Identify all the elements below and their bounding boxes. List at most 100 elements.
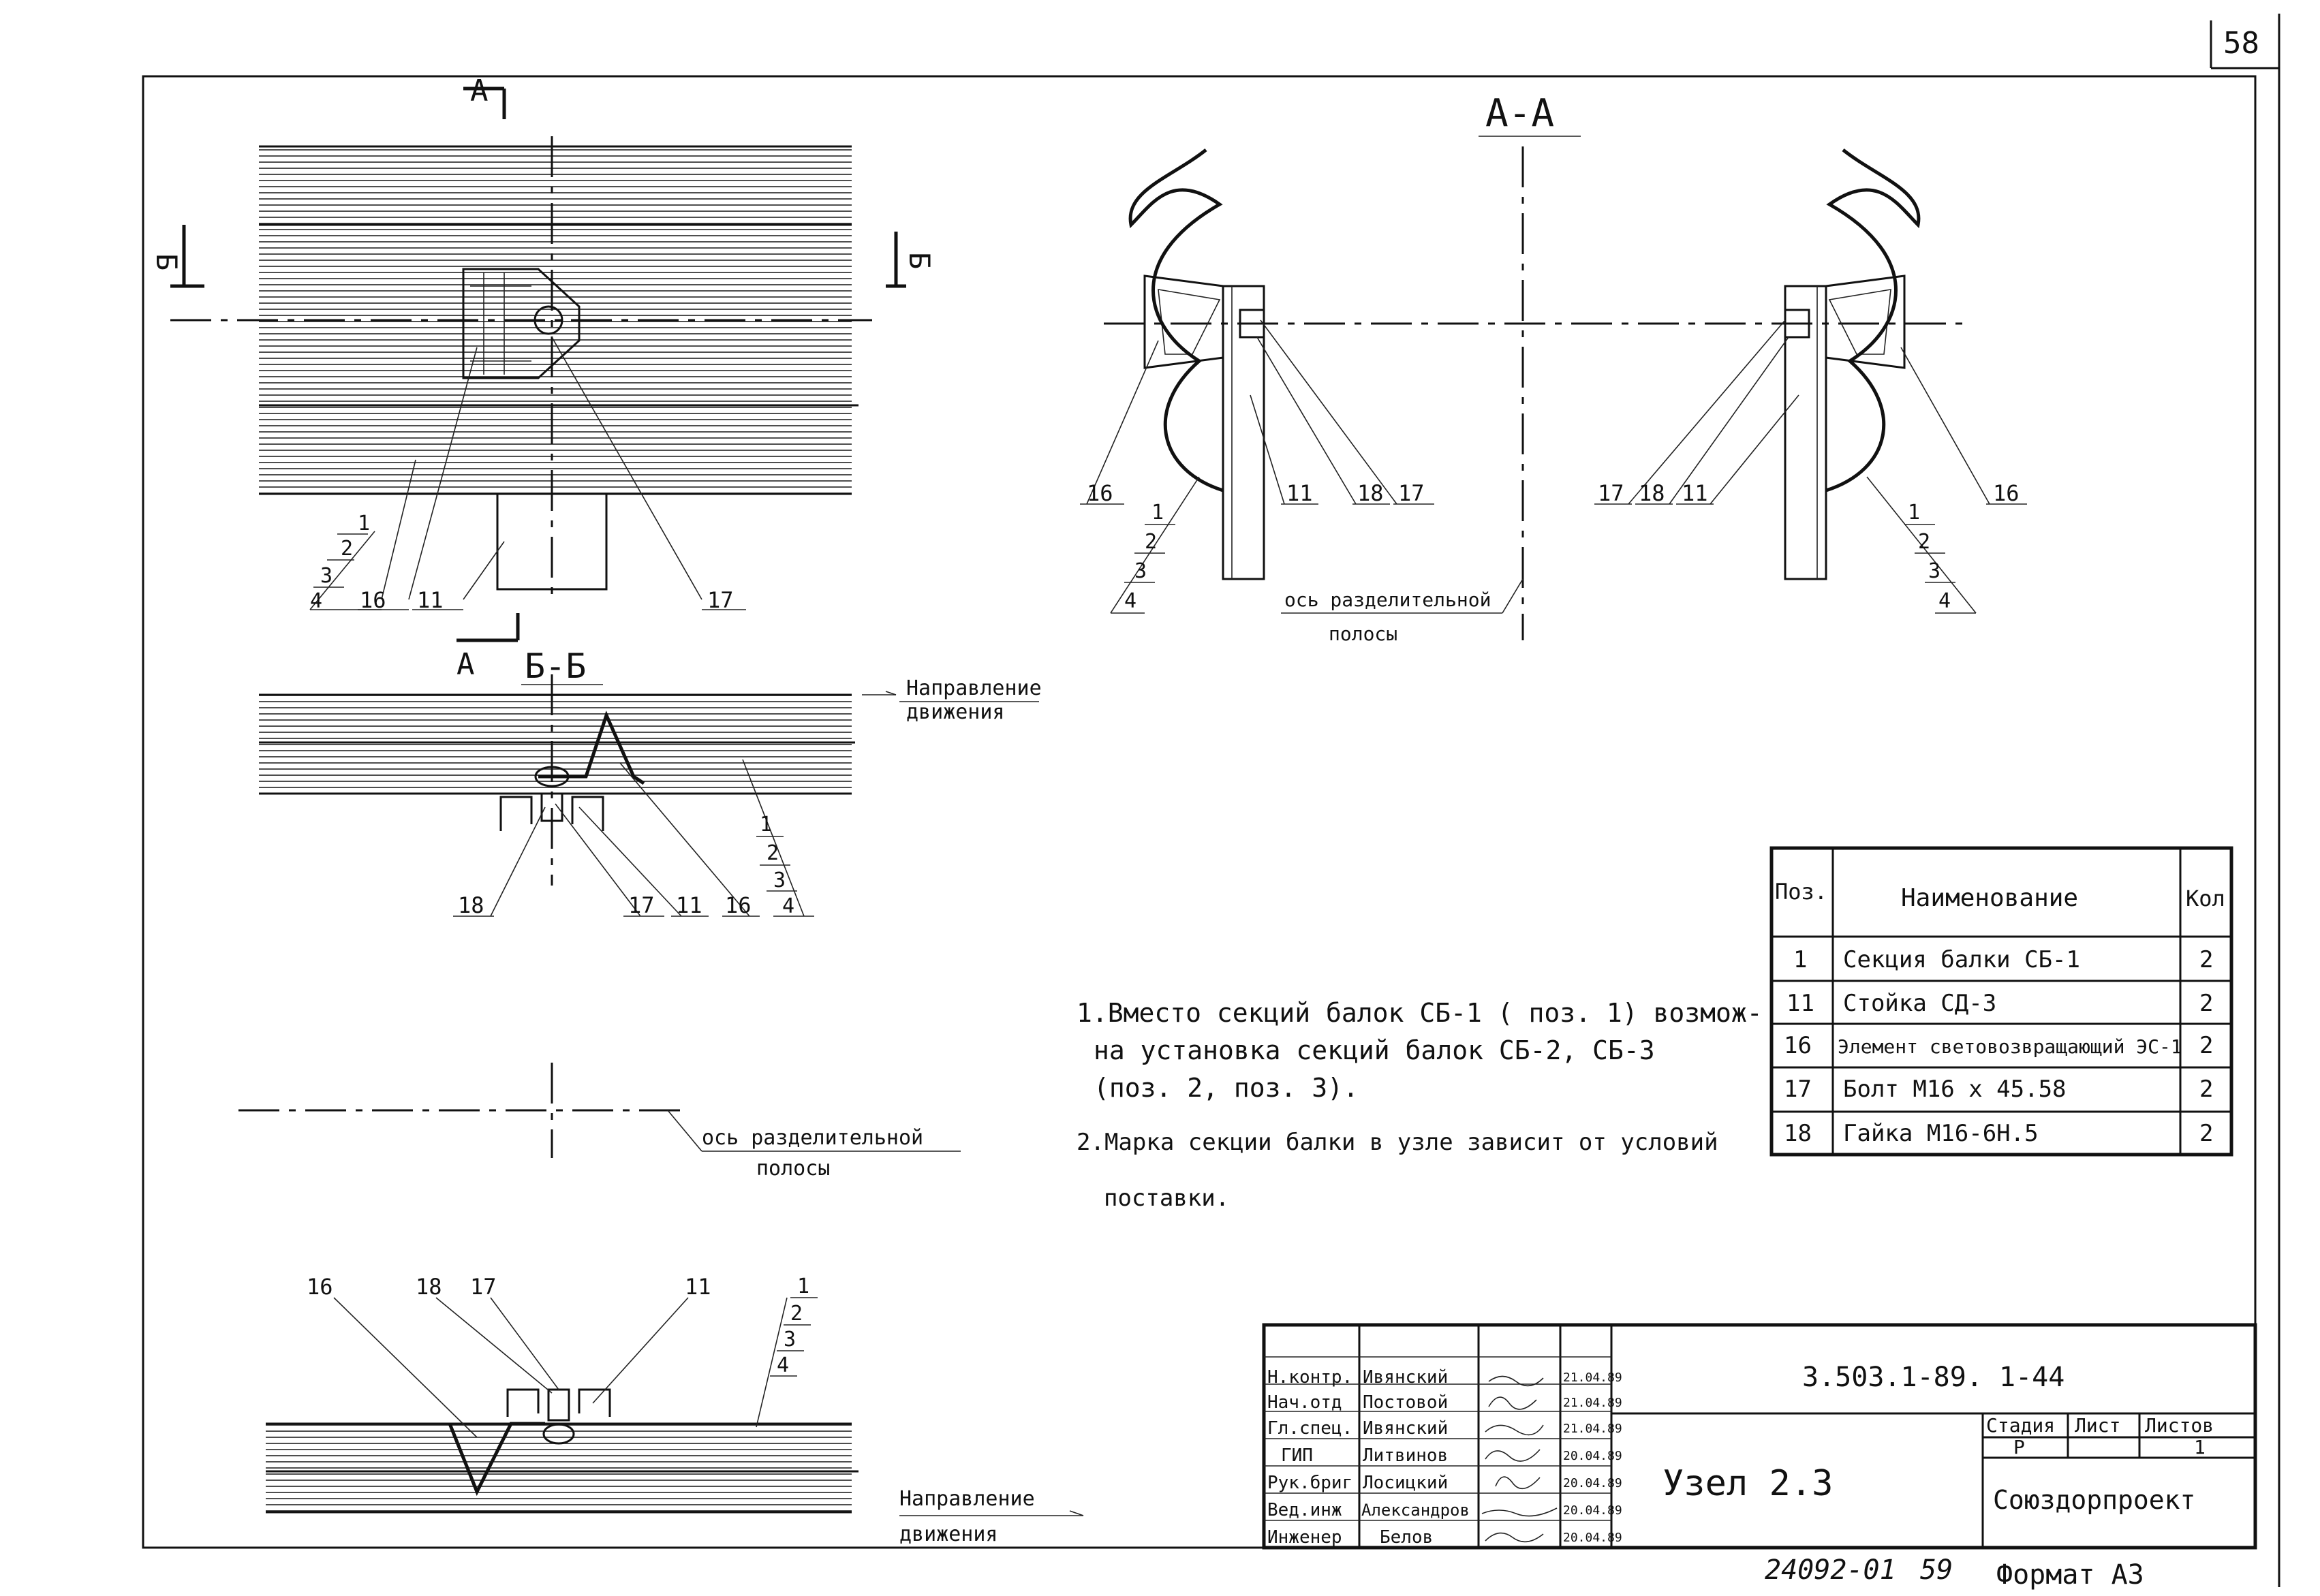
- plan-beam-pos-3: 3: [320, 564, 332, 588]
- sig-name-6: Александров: [1361, 1501, 1470, 1520]
- sig-date-4: 20.04.89: [1563, 1449, 1622, 1463]
- aa-left-beam-pos-1: 1: [1151, 501, 1164, 525]
- sig-role-6: Вед.инж: [1267, 1500, 1342, 1520]
- bottom-view: 16 18 17 11 1 2 3 4 Направление движения: [266, 1274, 1084, 1546]
- plan-reflector: [462, 268, 581, 379]
- aa-axis-label-2: полосы: [1329, 623, 1397, 645]
- spec-header-qty: Кол: [2186, 886, 2225, 911]
- signature-mark-5: [1495, 1476, 1541, 1490]
- aa-left-label-11: 11: [1286, 480, 1313, 506]
- bottom-beam-pos-4: 4: [777, 1354, 789, 1377]
- bottom-direction-1: Направление: [899, 1487, 1035, 1511]
- plan-cut-mark-b-right: Б: [903, 252, 936, 269]
- sig-date-5: 20.04.89: [1563, 1476, 1622, 1490]
- organization: Союздорпроект: [1993, 1485, 2195, 1515]
- sig-date-2: 21.04.89: [1563, 1396, 1622, 1410]
- bb-label-18: 18: [458, 892, 484, 918]
- spec-row-4-qty: 2: [2199, 1076, 2213, 1103]
- sig-name-1: Ивянский: [1363, 1367, 1448, 1388]
- note-line-3: (поз. 2, поз. 3).: [1094, 1073, 1359, 1103]
- aa-left-beam-pos-3: 3: [1134, 559, 1147, 583]
- plan-beam-pos-1: 1: [358, 512, 370, 535]
- spec-row-4-pos: 17: [1784, 1076, 1812, 1103]
- aa-left-label-18: 18: [1357, 480, 1384, 506]
- footer: 24092-01 59 Формат А3: [1765, 1554, 2144, 1591]
- drawing-frame: [142, 75, 2257, 1549]
- aa-left-label-16: 16: [1087, 480, 1113, 506]
- note-line-5: поставки.: [1104, 1185, 1229, 1212]
- stage-header: Стадия: [1986, 1414, 2055, 1437]
- sig-role-4: ГИП: [1281, 1445, 1313, 1466]
- plan-cut-mark-b-left: Б: [150, 253, 183, 270]
- spec-row-2-qty: 2: [2199, 990, 2213, 1017]
- middle-axis: ось разделительной полосы: [238, 1063, 961, 1180]
- bottom-beam-pos-1: 1: [797, 1274, 809, 1298]
- sig-name-3: Ивянский: [1363, 1418, 1448, 1439]
- bb-cut-mark-a: А: [457, 647, 475, 682]
- page-number: 58: [2223, 26, 2259, 61]
- bottom-post-profile: [506, 1388, 611, 1417]
- aa-right-beam-w: [1825, 148, 1921, 492]
- aa-left-beam-pos-2: 2: [1145, 530, 1157, 554]
- bottom-beam-pos-2: 2: [790, 1302, 803, 1326]
- plan-view: А Б Б 1 2 3 4 16 11 17: [150, 74, 936, 613]
- signature-mark-2: [1488, 1396, 1537, 1410]
- aa-left-reflector: [1143, 275, 1224, 369]
- aa-title: А-А: [1485, 91, 1554, 136]
- aa-left-beam-pos-4: 4: [1124, 589, 1136, 613]
- bb-direction-1: Направление: [906, 676, 1042, 700]
- spec-row-1-qty: 2: [2199, 946, 2213, 973]
- middle-axis-label-2: полосы: [756, 1157, 830, 1180]
- aa-left-post: [1222, 285, 1265, 580]
- bottom-reflector: [448, 1422, 545, 1497]
- spec-row-2-name: Стойка СД-3: [1843, 990, 1996, 1017]
- sig-date-7: 20.04.89: [1563, 1531, 1622, 1545]
- sig-role-2: Нач.отд: [1267, 1392, 1342, 1413]
- plan-beam-pos-4: 4: [310, 589, 322, 613]
- middle-axis-label-1: ось разделительной: [702, 1126, 923, 1150]
- spec-row-5-qty: 2: [2199, 1120, 2213, 1147]
- bb-label-16: 16: [725, 892, 752, 918]
- sheet-header: Лист: [2075, 1414, 2120, 1437]
- bb-beam-pos-1: 1: [760, 813, 772, 836]
- aa-right-beam-pos-1: 1: [1908, 501, 1920, 525]
- doc-code: 3.503.1-89. 1-44: [1802, 1362, 2064, 1393]
- note-line-2: на установка секций балок СБ-2, СБ-3: [1094, 1035, 1655, 1065]
- section-aa: А-А 16 11 18 17 1 2 3: [1080, 91, 2027, 645]
- bb-beam-pos-3: 3: [773, 869, 786, 892]
- bottom-label-17: 17: [470, 1274, 497, 1300]
- note-line-1: 1.Вместо секций балок СБ-1 ( поз. 1) воз…: [1077, 998, 1763, 1028]
- aa-right-beam-pos-4: 4: [1938, 589, 1951, 613]
- sig-date-1: 21.04.89: [1563, 1371, 1622, 1385]
- spec-row-5-pos: 18: [1784, 1120, 1812, 1147]
- spec-row-1-name: Секция балки СБ-1: [1843, 946, 2080, 973]
- sig-name-7: Белов: [1380, 1527, 1433, 1548]
- sig-name-2: Постовой: [1363, 1392, 1448, 1413]
- signature-mark-3: [1485, 1424, 1544, 1436]
- signature-mark-7: [1485, 1532, 1544, 1543]
- bb-title: Б-Б: [525, 646, 586, 686]
- bb-label-11: 11: [676, 892, 702, 918]
- node-name: Узел 2.3: [1662, 1463, 1833, 1504]
- aa-right-reflector: [1825, 275, 1906, 369]
- bottom-direction-2: движения: [899, 1522, 998, 1546]
- plan-cut-mark-a: А: [470, 74, 489, 108]
- spec-table: Поз. Наименование Кол 1 Секция балки СБ-…: [1769, 846, 2233, 1157]
- format-label: Формат А3: [1996, 1559, 2144, 1591]
- note-line-4: 2.Марка секции балки в узле зависит от у…: [1077, 1129, 1718, 1156]
- title-block: Н.контр. Ивянский 21.04.89 Нач.отд Посто…: [1262, 1323, 2257, 1550]
- aa-right-beam-pos-3: 3: [1928, 559, 1940, 583]
- spec-row-3-pos: 16: [1784, 1032, 1812, 1059]
- aa-right-label-11: 11: [1682, 480, 1708, 506]
- aa-axis-label-1: ось разделительной: [1284, 589, 1491, 611]
- aa-right-label-16: 16: [1993, 480, 2020, 506]
- notes: 1.Вместо секций балок СБ-1 ( поз. 1) воз…: [1077, 998, 1763, 1212]
- bottom-beam-hatch: [266, 1424, 852, 1512]
- inventory-number: 24092-01: [1765, 1554, 1896, 1586]
- spec-header-name: Наименование: [1901, 884, 2078, 912]
- bb-label-17: 17: [628, 892, 655, 918]
- sig-role-5: Рук.бриг: [1267, 1473, 1352, 1493]
- bb-beam-pos-2: 2: [767, 841, 779, 865]
